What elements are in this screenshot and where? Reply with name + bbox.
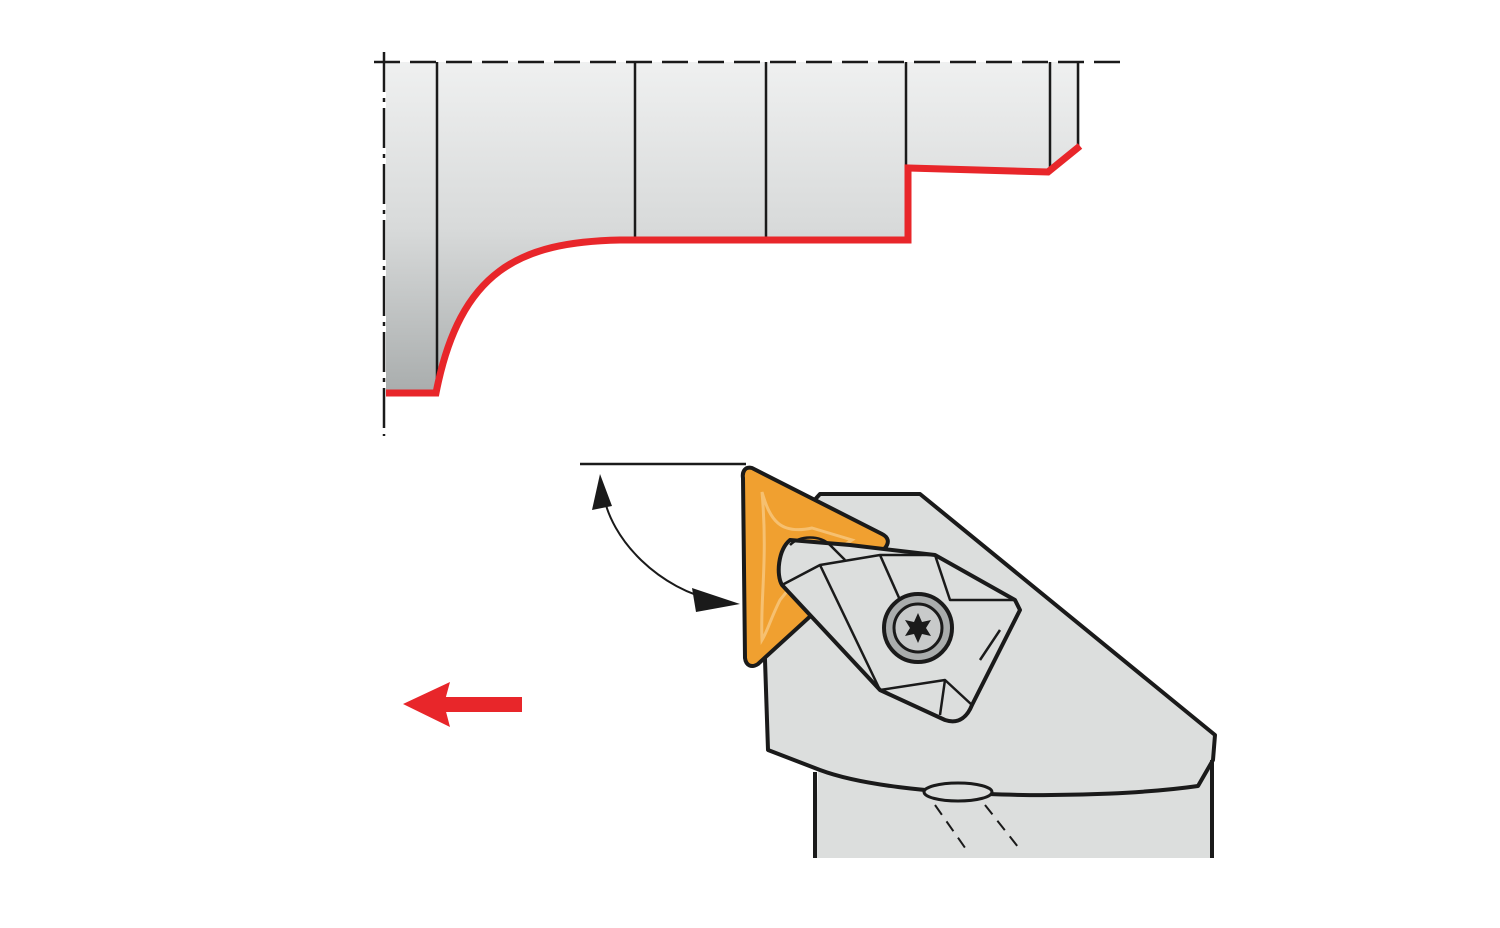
clamp xyxy=(776,536,1022,724)
workpiece-body xyxy=(386,62,1080,393)
angle-arrow-icon xyxy=(592,474,612,510)
profile-red-line xyxy=(386,143,1083,397)
coolant-hole xyxy=(922,781,994,803)
angle-marker xyxy=(580,462,746,612)
workpiece-section-lines xyxy=(435,62,1080,380)
angle-arrow-icon xyxy=(692,588,740,612)
feed-direction-arrow-icon xyxy=(403,682,522,727)
workpiece xyxy=(374,52,1126,436)
